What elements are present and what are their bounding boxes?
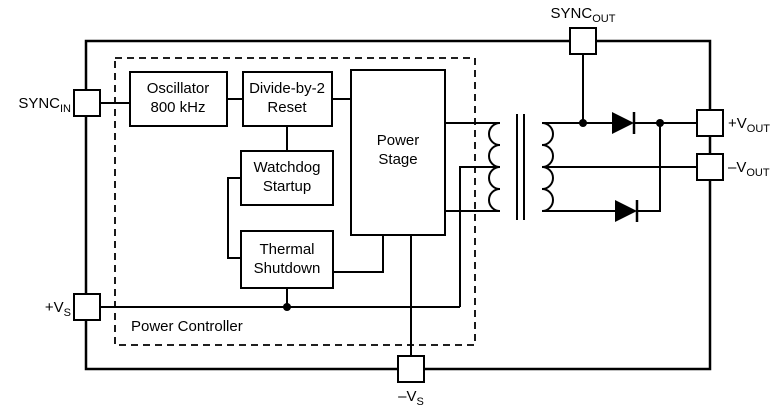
blocks [129,69,446,289]
thermal-label-line1: Thermal [259,241,314,258]
rectifier-diodes [612,112,639,222]
pin-label-sync-out: SYNCOUT [551,5,616,25]
pin-label-sync-in: SYNCIN [18,95,71,115]
junction-syncout [579,119,587,127]
oscillator-block [129,71,228,127]
transformer-secondary-winding [541,122,554,212]
pin-pad-sync-out [569,27,597,55]
power-controller-boundary [114,57,476,346]
oscillator-label-line2: 800 kHz [150,99,205,116]
pin-pad-vs-neg [397,355,425,383]
divide-by-2-label-line2: Reset [267,99,307,116]
watchdog-label-line2: Startup [263,178,311,195]
divide-by-2-block [242,71,333,127]
power-stage-block [350,69,446,236]
pin-label-vout-pos: +VOUT [728,115,770,135]
oscillator-label-line1: Oscillator [147,80,210,97]
pin-pad-vout-neg [696,153,724,181]
wire-watchdog-thermal-bracket [227,177,241,259]
junction-dots [283,119,664,311]
pin-pad-vout-pos [696,109,724,137]
pin-label-vout-neg: –VOUT [728,159,770,179]
power-stage-label-line2: Stage [378,151,417,168]
junction-diode-outputs [656,119,664,127]
watchdog-label-line1: Watchdog [254,159,321,176]
power-controller-label: Power Controller [131,318,243,335]
pin-pad-sync-in [73,89,101,117]
pin-pads [73,27,724,383]
thermal-label-line2: Shutdown [254,260,321,277]
diode-top-icon [612,112,634,134]
transformer-primary-winding [488,122,501,212]
diode-bottom-icon [615,200,637,222]
wire-diode-bottom-join [637,123,661,212]
wires [100,54,697,356]
pin-pad-vs-pos [73,293,101,321]
pin-label-vs-pos: +VS [45,299,71,319]
divide-by-2-label-line1: Divide-by-2 [249,80,325,97]
watchdog-block [240,150,334,206]
junction-vs-controller [283,303,291,311]
wire-vs-pos-primary-centertap [459,166,500,307]
wire-thermal-powerstage [333,235,384,273]
transformer [488,114,554,220]
power-stage-label-line1: Power [377,132,420,149]
pin-label-vs-neg: –VS [398,388,424,408]
thermal-block [240,230,334,289]
